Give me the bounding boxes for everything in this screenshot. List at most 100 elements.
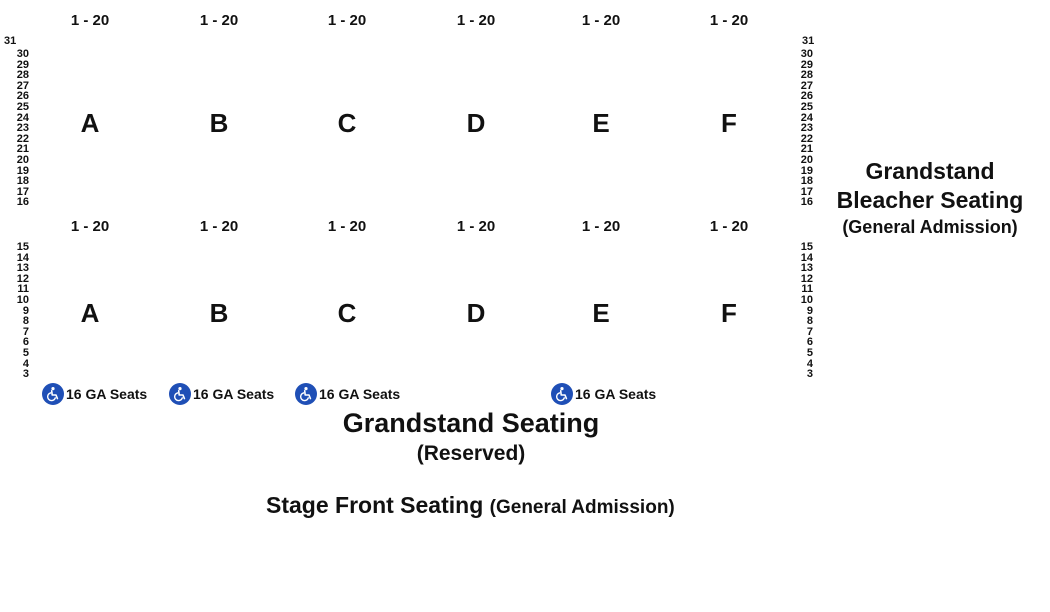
row-number: 4 xyxy=(806,357,813,370)
row-number: 10 xyxy=(800,293,813,306)
section-f-lower[interactable]: F xyxy=(721,298,737,328)
seat-range-label: 1 - 20 xyxy=(70,12,110,29)
seat-range-label: 1 - 20 xyxy=(456,12,496,29)
row-number: 6 xyxy=(806,336,813,349)
stage-front-label: Stage Front Seating (General Admission) xyxy=(266,492,675,519)
row-number: 21 xyxy=(16,143,29,156)
row-number: 22 xyxy=(800,132,813,145)
seat-range-label: 1 - 20 xyxy=(199,12,239,29)
seat-range-label: 1 - 20 xyxy=(70,218,110,235)
row-number: 29 xyxy=(800,58,813,71)
section-b-upper[interactable]: B xyxy=(209,108,229,138)
section-a-upper[interactable]: A xyxy=(80,108,100,138)
row-number: 18 xyxy=(16,175,29,188)
section-b-lower[interactable]: B xyxy=(209,298,229,328)
row-number: 14 xyxy=(800,251,813,264)
section-a-lower[interactable]: A xyxy=(80,298,100,328)
row-number: 5 xyxy=(806,346,813,359)
row-number: 30 xyxy=(16,48,29,60)
row-number: 15 xyxy=(800,241,813,253)
accessible-seat-label: 16 GA Seats xyxy=(193,386,275,402)
accessible-seating[interactable]: 16 GA Seats xyxy=(295,383,400,405)
accessible-seating[interactable]: 16 GA Seats xyxy=(551,383,656,405)
row-number: 4 xyxy=(22,357,29,370)
row-number: 24 xyxy=(16,111,29,124)
stage-front-title: Stage Front Seating xyxy=(266,492,484,518)
row-number: 11 xyxy=(801,283,813,296)
row-number: 25 xyxy=(16,100,29,113)
row-number: 9 xyxy=(806,304,813,317)
row-number: 11 xyxy=(17,283,29,296)
bleacher-title-line2: Bleacher Seating xyxy=(836,187,1024,213)
seat-range-label: 1 - 20 xyxy=(199,218,239,235)
seat-range-label: 1 - 20 xyxy=(709,12,749,29)
row-number: 9 xyxy=(22,304,29,317)
accessible-seat-label: 16 GA Seats xyxy=(319,386,401,402)
section-e-upper[interactable]: E xyxy=(592,108,610,138)
row-number-right: 31 xyxy=(802,35,815,47)
row-number: 16 xyxy=(800,196,813,209)
accessible-seat-label: 16 GA Seats xyxy=(66,386,148,402)
row-number: 12 xyxy=(16,272,29,285)
row-number: 13 xyxy=(800,262,813,275)
row-number: 14 xyxy=(16,251,29,264)
section-c-upper[interactable]: C xyxy=(337,108,357,138)
row-number: 22 xyxy=(16,132,29,145)
wheelchair-icon xyxy=(42,383,64,405)
row-number: 26 xyxy=(800,90,813,103)
row-number: 5 xyxy=(22,346,29,359)
accessible-seating[interactable]: 16 GA Seats xyxy=(169,383,274,405)
row-number: 8 xyxy=(22,315,29,328)
row-number: 16 xyxy=(16,196,29,209)
wheelchair-icon xyxy=(551,383,573,405)
row-number: 17 xyxy=(16,185,29,198)
section-d-upper[interactable]: D xyxy=(466,108,486,138)
row-number: 30 xyxy=(800,48,813,60)
seat-range-label: 1 - 20 xyxy=(581,12,621,29)
row-number: 10 xyxy=(16,293,29,306)
seat-range-label: 1 - 20 xyxy=(327,12,367,29)
bleacher-title-line1: Grandstand xyxy=(865,158,995,184)
row-number: 26 xyxy=(16,90,29,103)
row-number: 27 xyxy=(800,79,813,92)
row-number: 13 xyxy=(16,262,29,275)
row-number: 15 xyxy=(16,241,29,253)
row-number: 23 xyxy=(16,122,29,135)
row-number: 29 xyxy=(16,58,29,71)
grandstand-title: Grandstand Seating xyxy=(342,408,600,438)
row-number: 18 xyxy=(800,175,813,188)
row-number: 20 xyxy=(16,153,29,166)
row-number: 23 xyxy=(800,122,813,135)
row-number: 8 xyxy=(806,315,813,328)
row-number: 28 xyxy=(16,69,29,82)
section-e-lower[interactable]: E xyxy=(592,298,610,328)
row-number: 17 xyxy=(800,185,813,198)
seat-range-label: 1 - 20 xyxy=(456,218,496,235)
section-d-lower[interactable]: D xyxy=(466,298,486,328)
accessible-seat-label: 16 GA Seats xyxy=(575,386,657,402)
accessible-seating[interactable]: 16 GA Seats xyxy=(42,383,147,405)
row-number: 7 xyxy=(806,325,813,338)
row-number: 19 xyxy=(800,164,813,177)
seat-range-label: 1 - 20 xyxy=(709,218,749,235)
row-number: 20 xyxy=(800,153,813,166)
row-number-left: 31 xyxy=(4,35,17,47)
section-c-lower[interactable]: C xyxy=(337,298,357,328)
section-f-upper[interactable]: F xyxy=(721,108,737,138)
seat-range-label: 1 - 20 xyxy=(581,218,621,235)
row-number: 25 xyxy=(800,100,813,113)
wheelchair-icon xyxy=(169,383,191,405)
row-number: 19 xyxy=(16,164,29,177)
row-number: 12 xyxy=(800,272,813,285)
row-number: 6 xyxy=(22,336,29,349)
row-number: 27 xyxy=(16,79,29,92)
grandstand-subtitle: (Reserved) xyxy=(416,442,526,465)
stage-front-subtitle: (General Admission) xyxy=(489,497,675,518)
bleacher-subtitle: (General Admission) xyxy=(842,217,1018,237)
row-number: 3 xyxy=(806,368,813,381)
wheelchair-icon xyxy=(295,383,317,405)
